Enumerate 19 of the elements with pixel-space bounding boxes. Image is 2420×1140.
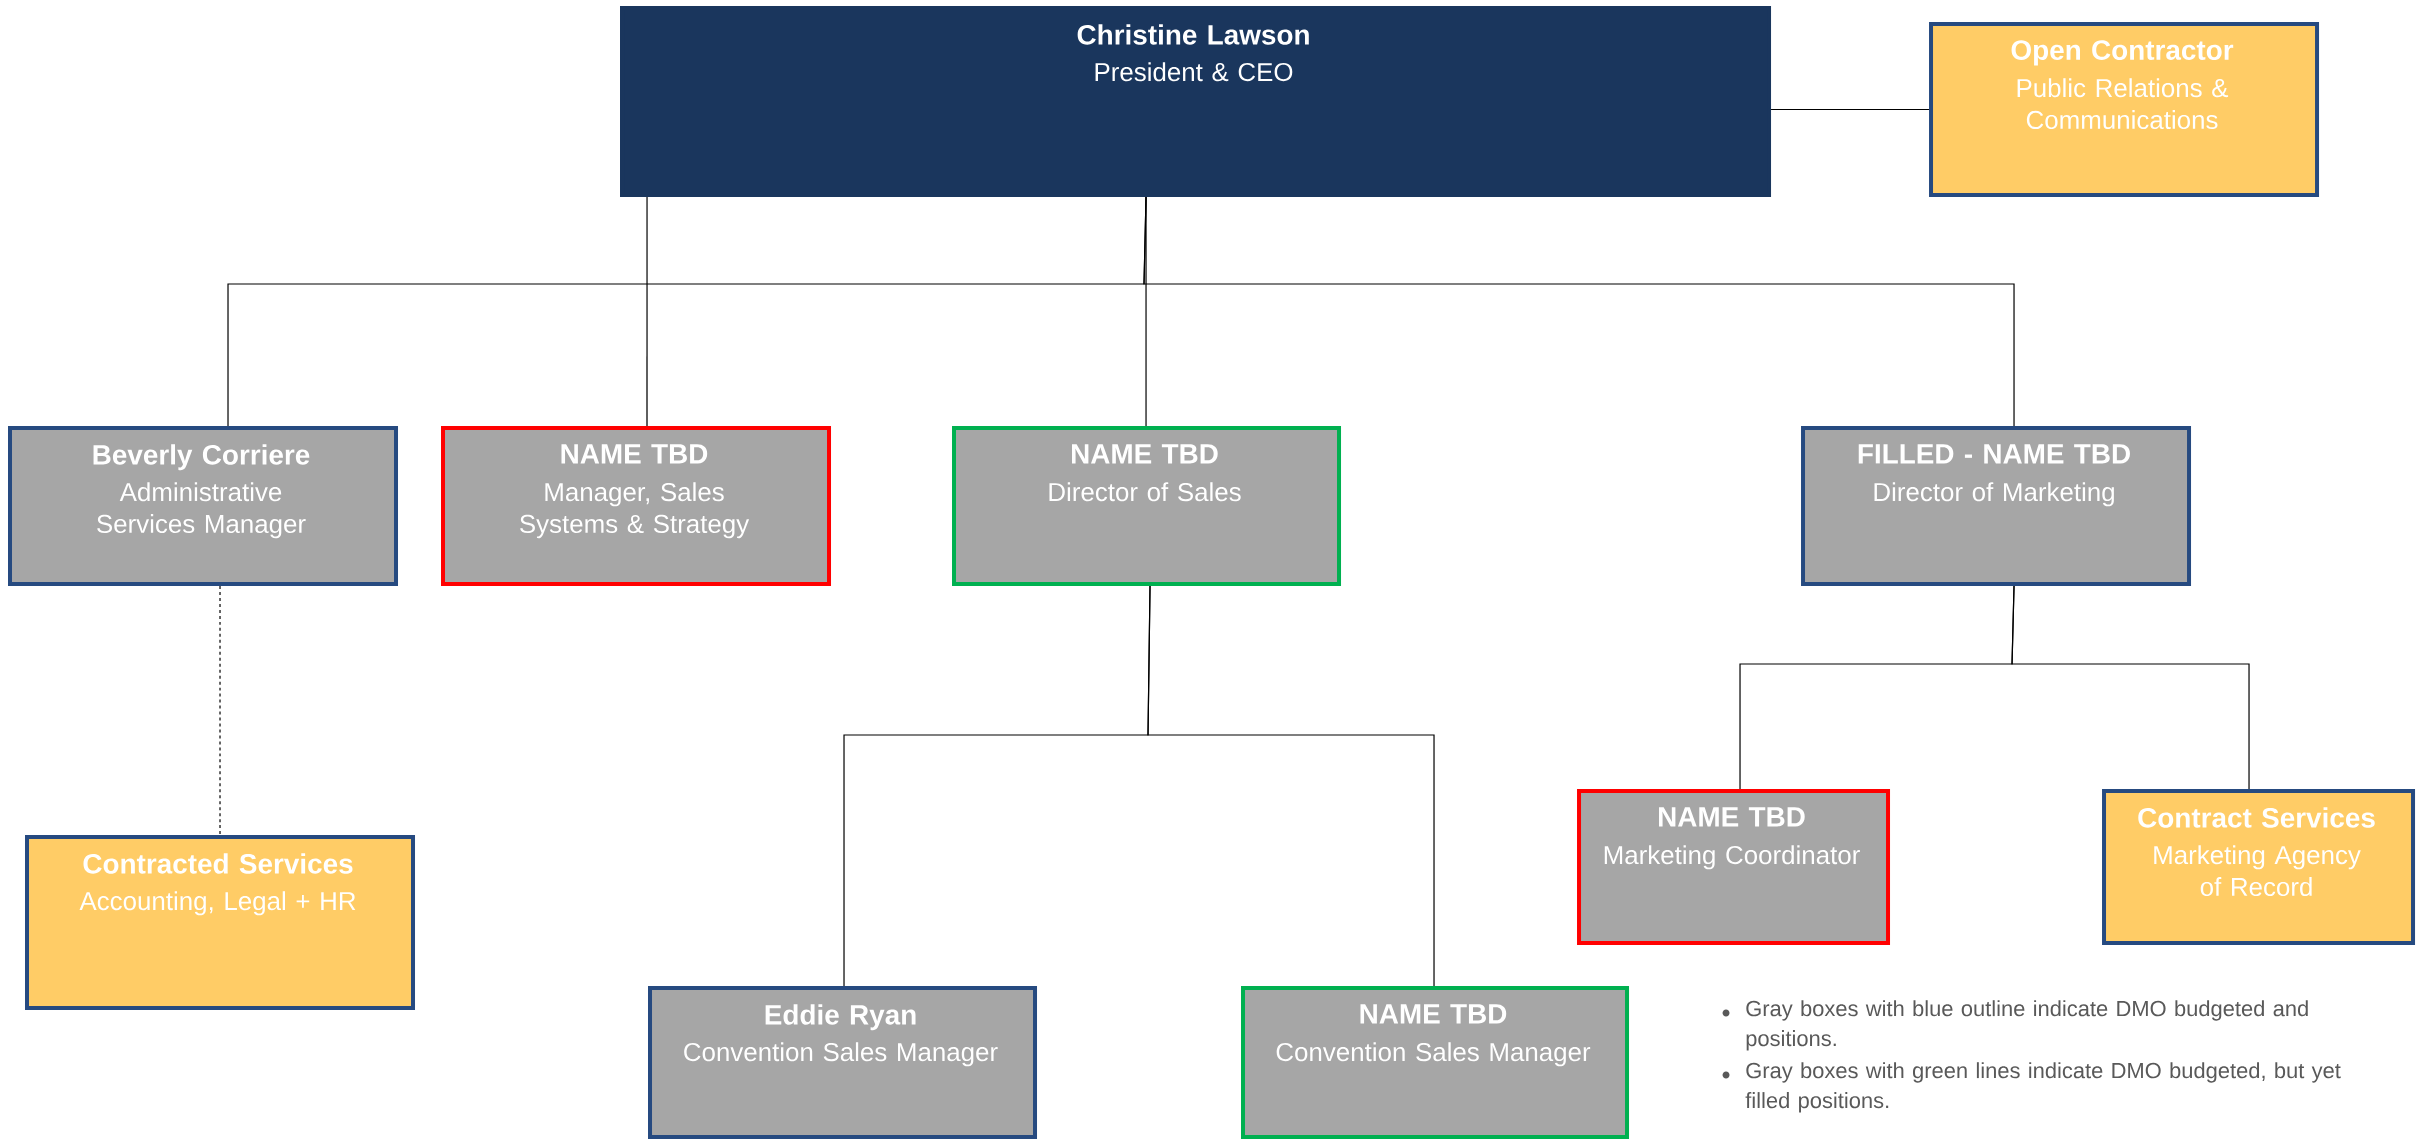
connector-line [1147,585,1435,987]
position-box: NAME TBD Marketing Coordinator [1577,789,1891,945]
connector-line [646,196,648,427]
contractor-box: Contract Services Marketing Agency of Record [2102,789,2416,945]
top-box: Christine Lawson President & CEO [620,6,1772,197]
bullet-note: Gray boxes with green lines indicate DMO budgeted, but yet filled positions. [1745,1062,2341,1113]
contractor-box: Open Contractor Public Relations & Communications [1929,22,2320,197]
position-box: Eddie Ryan Convention Sales Manager [648,986,1037,1139]
bullet-note: Gray boxes with blue outline indicate DMO budgeted and positions. [1746,1000,2308,1051]
position-box: NAME TBD Director of Sales [952,426,1341,586]
connector-line [1143,196,2015,427]
position-box: Beverly Corriere Administrative Services Manager [8,426,398,586]
connector-line [1770,108,1930,111]
position-box: NAME TBD Manager, Sales Systems & Strategy [441,426,831,586]
contractor-box: Contracted Services Accounting, Legal + HR [25,835,415,1010]
position-box: NAME TBD Convention Sales Manager [1241,986,1630,1139]
position-box: FILLED - NAME TBD Director of Marketing [1801,426,2192,586]
connector-line [2011,585,2250,790]
connector-line [219,585,221,836]
